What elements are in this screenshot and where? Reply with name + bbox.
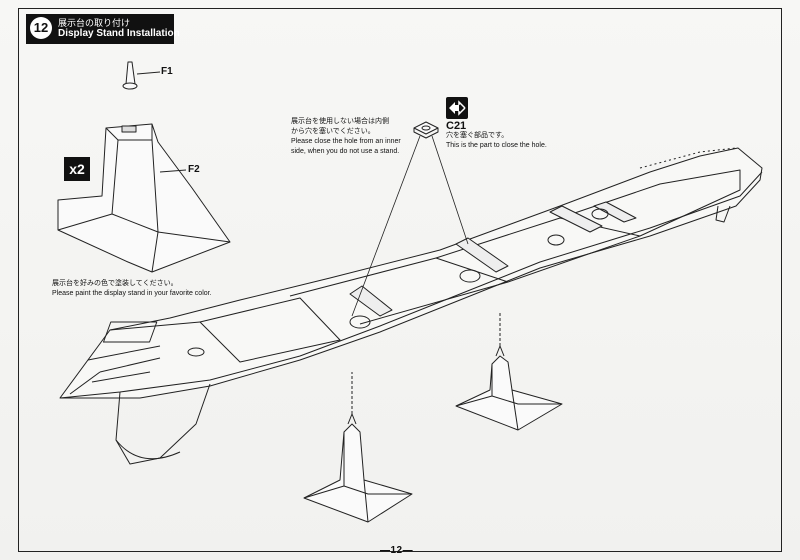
c21-note-jp: 穴を塞ぐ部品です。 [446, 132, 509, 139]
step-title-jp: 展示台の取り付け [58, 18, 131, 28]
quantity-badge: x2 [64, 157, 90, 181]
part-f1-pin [122, 61, 161, 90]
leader-line-front [351, 135, 421, 317]
hole-note-en-1: Please close the hole from an inner [291, 138, 401, 145]
label-f1: F1 [161, 66, 173, 77]
part-c21-cap [413, 121, 439, 139]
page-number: —12— [380, 545, 414, 556]
hole-note-jp-1: 展示台を使用しない場合は内側 [291, 118, 389, 125]
ship-hull [59, 147, 763, 465]
hole-note-en-2: side, when you do not use a stand. [291, 148, 400, 155]
leader-line-rear [431, 135, 469, 245]
paint-note-jp: 展示台を好みの色で塗装してください。 [52, 280, 178, 287]
page-frame [18, 8, 782, 552]
paint-note-en: Please paint the display stand in your f… [52, 290, 212, 297]
hole-note-jp-2: から穴を塞いでください。 [291, 128, 375, 135]
display-stand-front [303, 372, 413, 523]
part-f2-stand [57, 123, 231, 273]
optional-part-icon [446, 97, 468, 119]
label-c21: C21 [446, 120, 467, 132]
step-header: 12 展示台の取り付け Display Stand Installation [26, 14, 180, 44]
step-number-badge: 12 [30, 17, 52, 39]
c21-note-en: This is the part to close the hole. [446, 142, 547, 149]
label-f2: F2 [188, 164, 200, 175]
step-title-en: Display Stand Installation [58, 28, 180, 39]
display-stand-rear [455, 312, 563, 431]
